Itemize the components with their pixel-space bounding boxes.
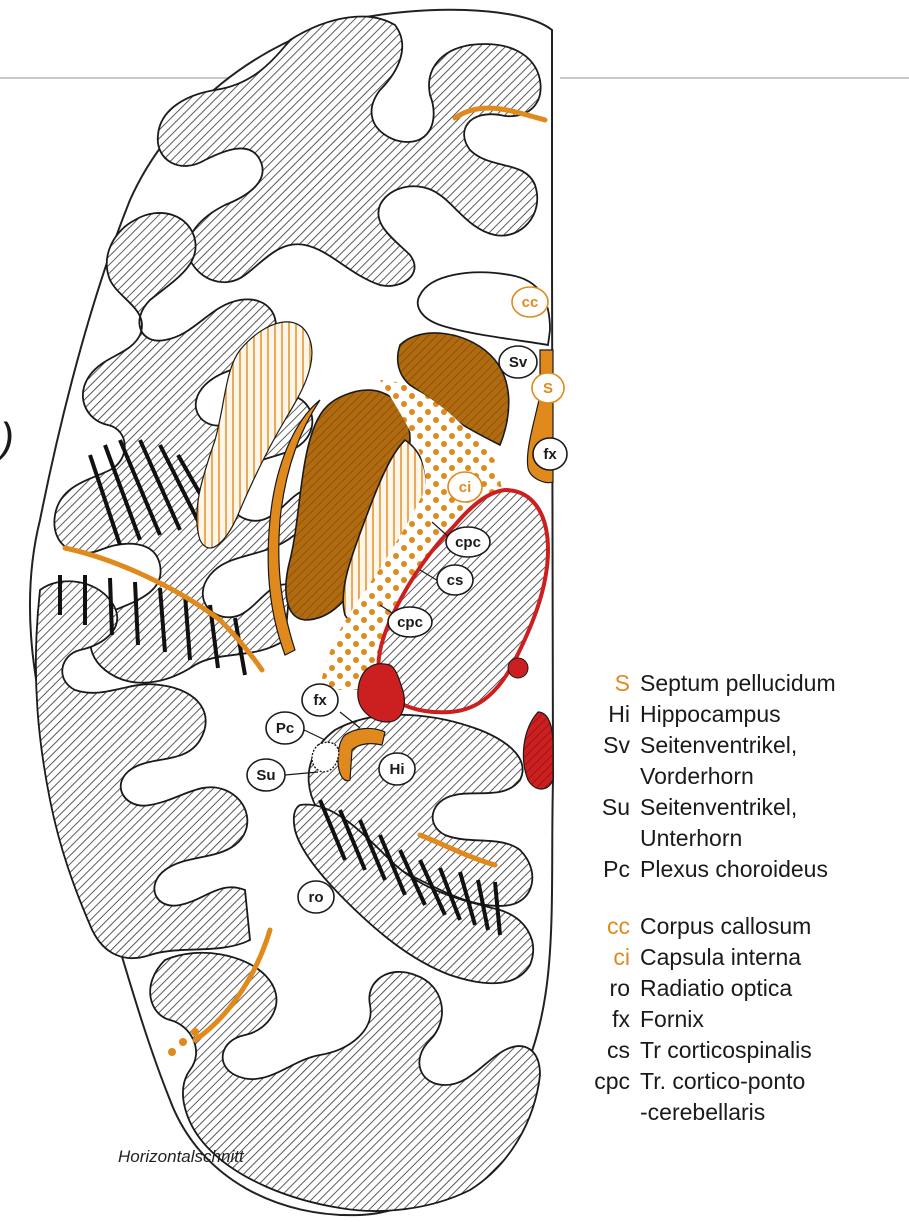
legend-text: Tr corticospinalis (640, 1035, 902, 1066)
legend-row: cpc Tr. cortico-ponto (572, 1066, 902, 1097)
legend-text: Vorderhorn (640, 761, 902, 792)
legend-row: cs Tr corticospinalis (572, 1035, 902, 1066)
svg-text:cpc: cpc (397, 614, 423, 631)
label-ro: ro (298, 881, 334, 913)
section-caption: Horizontalschnitt (118, 1147, 244, 1167)
legend-abbr (572, 761, 630, 792)
legend-abbr: Sv (572, 730, 630, 761)
legend-text: Plexus choroideus (640, 854, 902, 885)
legend-row: fx Fornix (572, 1004, 902, 1035)
legend-abbr: fx (572, 1004, 630, 1035)
label-cpc-1: cpc (446, 527, 490, 557)
label-Pc: Pc (266, 712, 304, 744)
legend-text: Unterhorn (640, 823, 902, 854)
label-cs: cs (437, 565, 473, 595)
svg-text:ci: ci (459, 479, 472, 496)
svg-text:ro: ro (309, 889, 324, 906)
svg-text:fx: fx (543, 446, 557, 463)
legend-group-tracts: cc Corpus callosum ci Capsula interna ro Radi… (572, 911, 902, 1128)
label-fx-low: fx (302, 684, 338, 716)
legend-text: Seitenventrikel, (640, 792, 902, 823)
legend-abbr (572, 1097, 630, 1128)
legend-text: -cerebellaris (640, 1097, 902, 1128)
label-ci: ci (448, 472, 482, 502)
legend-spacer (572, 885, 902, 911)
label-Su: Su (247, 759, 285, 791)
legend-row: ci Capsula interna (572, 942, 902, 973)
legend-row: cc Corpus callosum (572, 911, 902, 942)
svg-text:Sv: Sv (509, 354, 528, 371)
legend-text: Seitenventrikel, (640, 730, 902, 761)
legend-abbr: Pc (572, 854, 630, 885)
label-cc: cc (512, 287, 548, 317)
edge-glyph: ) (0, 414, 14, 461)
label-Sv: Sv (499, 346, 537, 378)
legend-text: Septum pellucidum (640, 668, 902, 699)
legend-abbr: Su (572, 792, 630, 823)
legend-text: Capsula interna (640, 942, 902, 973)
legend-row: Vorderhorn (572, 761, 902, 792)
legend-abbr: ro (572, 973, 630, 1004)
svg-text:cpc: cpc (455, 534, 481, 551)
svg-text:Su: Su (256, 767, 275, 784)
legend-abbr (572, 823, 630, 854)
svg-text:S: S (543, 380, 553, 397)
svg-text:Pc: Pc (276, 720, 294, 737)
red-dot-small (508, 658, 528, 678)
legend-text: Fornix (640, 1004, 902, 1035)
legend-row: -cerebellaris (572, 1097, 902, 1128)
legend-abbr: Hi (572, 699, 630, 730)
legend-text: Tr. cortico-ponto (640, 1066, 902, 1097)
label-fx-top: fx (533, 438, 567, 470)
legend-abbr: cs (572, 1035, 630, 1066)
legend-row: Unterhorn (572, 823, 902, 854)
legend-row: S Septum pellucidum (572, 668, 902, 699)
svg-text:Hi: Hi (390, 761, 405, 778)
svg-text:cs: cs (447, 572, 464, 589)
legend-text: Corpus callosum (640, 911, 902, 942)
legend-row: Pc Plexus choroideus (572, 854, 902, 885)
label-S: S (532, 373, 564, 403)
label-cpc-2: cpc (388, 607, 432, 637)
legend-row: Hi Hippocampus (572, 699, 902, 730)
label-Hi: Hi (379, 753, 415, 785)
legend-abbr: ci (572, 942, 630, 973)
legend-abbr: cc (572, 911, 630, 942)
legend-row: Su Seitenventrikel, (572, 792, 902, 823)
legend-row: ro Radiatio optica (572, 973, 902, 1004)
legend-text: Hippocampus (640, 699, 902, 730)
svg-text:cc: cc (522, 294, 539, 311)
legend-abbr: S (572, 668, 630, 699)
legend-text: Radiatio optica (640, 973, 902, 1004)
svg-text:fx: fx (313, 692, 327, 709)
legend-abbr: cpc (572, 1066, 630, 1097)
legend-row: Sv Seitenventrikel, (572, 730, 902, 761)
